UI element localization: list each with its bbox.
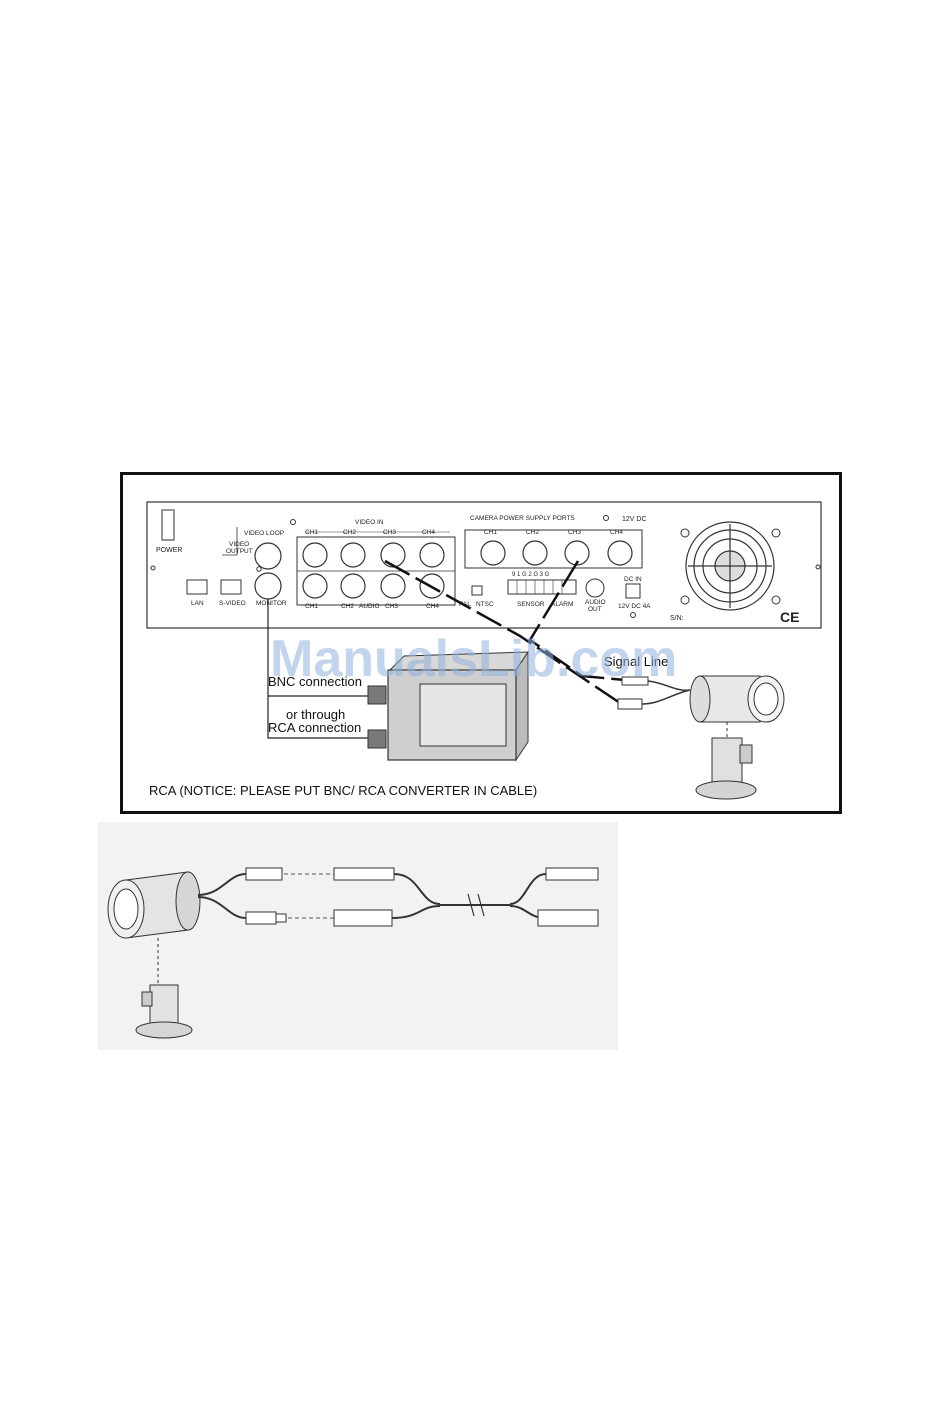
signal-line-label: Signal Line (604, 654, 668, 669)
audio-out-label-2: OUT (588, 606, 602, 613)
fan-grille (680, 521, 781, 611)
power-ch2: CH2 (526, 529, 539, 536)
power-switch (161, 509, 175, 541)
video-in-ch4: CH4 (422, 529, 435, 536)
monitor-cable (267, 599, 372, 739)
terminal-numbers: 9 1 G 2 G 3 G (512, 572, 550, 578)
video-output-label-1: VIDEO (229, 541, 249, 548)
audio-ch2: CH2 (341, 603, 354, 610)
monitor-label: MONITOR (256, 600, 287, 607)
camera-power-label: CAMERA POWER SUPPLY PORTS (470, 515, 575, 522)
lan-label: LAN (191, 600, 204, 607)
audio-ch4: CH4 (426, 603, 439, 610)
power-line-cable (528, 560, 626, 682)
video-in-ch1: CH1 (305, 529, 318, 536)
sensor-label: SENSOR (517, 601, 545, 608)
power-label: POWER (156, 547, 182, 554)
ntsc-label: NTSC (476, 601, 494, 608)
power-ch4: CH4 (610, 529, 623, 536)
video-in-ch2: CH2 (343, 529, 356, 536)
audio-out-label-1: AUDIO (585, 599, 606, 606)
lan-port (186, 579, 208, 595)
camera-connectors (617, 676, 691, 710)
bullet-camera (689, 675, 785, 800)
dc-12v-label: 12V DC (622, 516, 647, 523)
dc-in-label: DC IN (624, 576, 642, 583)
audio-label: AUDIO (359, 603, 380, 610)
video-loop-bnc (254, 542, 282, 570)
video-loop-label: VIDEO LOOP (244, 530, 284, 537)
audio-ch1: CH1 (305, 603, 318, 610)
or-through-label: or through (286, 707, 345, 722)
audio-ch3: CH3 (385, 603, 398, 610)
monitor-device (367, 650, 529, 762)
monitor-bnc (254, 572, 282, 600)
power-ch1: CH1 (484, 529, 497, 536)
video-in-ch3: CH3 (383, 529, 396, 536)
video-in-label: VIDEO IN (355, 519, 384, 526)
dvr-back-panel: POWER VIDEO LOOP VIDEO OUTPUT LAN S-VIDE… (146, 501, 822, 629)
video-output-label-2: OUTPUT (226, 548, 253, 555)
sn-label: S/N: (670, 615, 684, 622)
ce-mark: CE (780, 609, 799, 625)
s-video-label: S-VIDEO (219, 600, 246, 607)
dc-rating-label: 12V DC 4A (618, 603, 651, 610)
notice-label: RCA (NOTICE: PLEASE PUT BNC/ RCA CONVERT… (149, 783, 537, 798)
power-ch3: CH3 (568, 529, 581, 536)
bullet-camera-small (107, 871, 201, 1039)
watermark: ManualsLib.com (270, 630, 677, 688)
cable-assembly (107, 867, 599, 1039)
s-video-port (220, 579, 242, 595)
alarm-label: ALARM (551, 601, 573, 608)
rca-connection-label: RCA connection (268, 720, 361, 735)
signal-line-cable (384, 559, 621, 705)
bnc-connection-label: BNC connection (268, 674, 362, 689)
cable-diagram-panel (98, 822, 618, 1050)
